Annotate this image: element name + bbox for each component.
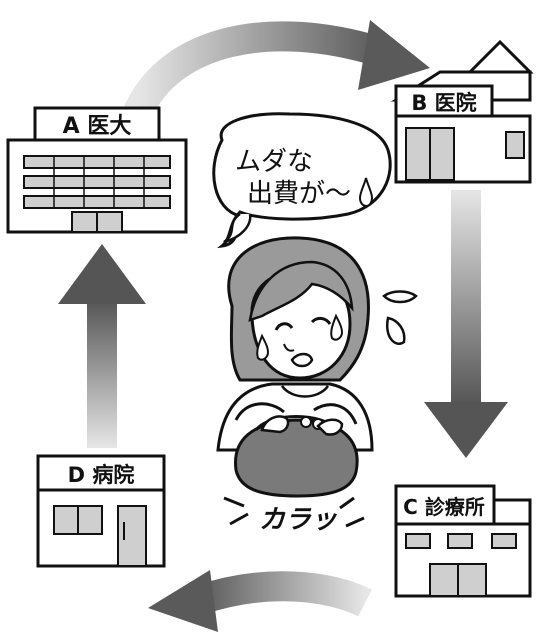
sound-effect: カラッ <box>223 496 365 535</box>
speech-line-1: ムダな <box>235 147 313 177</box>
sound-effect-text: カラッ <box>259 505 338 535</box>
building-b-label: B 医院 <box>411 91 476 115</box>
sweat-drops <box>382 290 418 345</box>
building-a-university-hospital: A 医大 <box>6 106 188 234</box>
building-c-clinic: C 診療所 <box>394 484 532 598</box>
building-b-clinic: B 医院 <box>390 39 534 184</box>
building-c-label: C 診療所 <box>403 495 485 519</box>
building-d-hospital: D 病院 <box>36 454 166 568</box>
speech-bubble: ムダな 出費が〜 <box>212 112 392 249</box>
arrow-b-to-c <box>424 190 508 458</box>
speech-line-2: 出費が〜 <box>247 179 351 209</box>
sweat-drop-icon <box>382 290 418 304</box>
building-d-label: D 病院 <box>68 463 135 487</box>
arrow-d-to-a <box>58 244 146 448</box>
sweat-drop-icon <box>358 177 374 208</box>
arrow-c-to-d <box>148 570 372 632</box>
building-a-label: A 医大 <box>63 114 132 139</box>
arrow-a-to-b <box>124 20 430 119</box>
sweat-drop-icon <box>385 316 406 345</box>
worried-person-with-empty-purse <box>216 236 374 498</box>
